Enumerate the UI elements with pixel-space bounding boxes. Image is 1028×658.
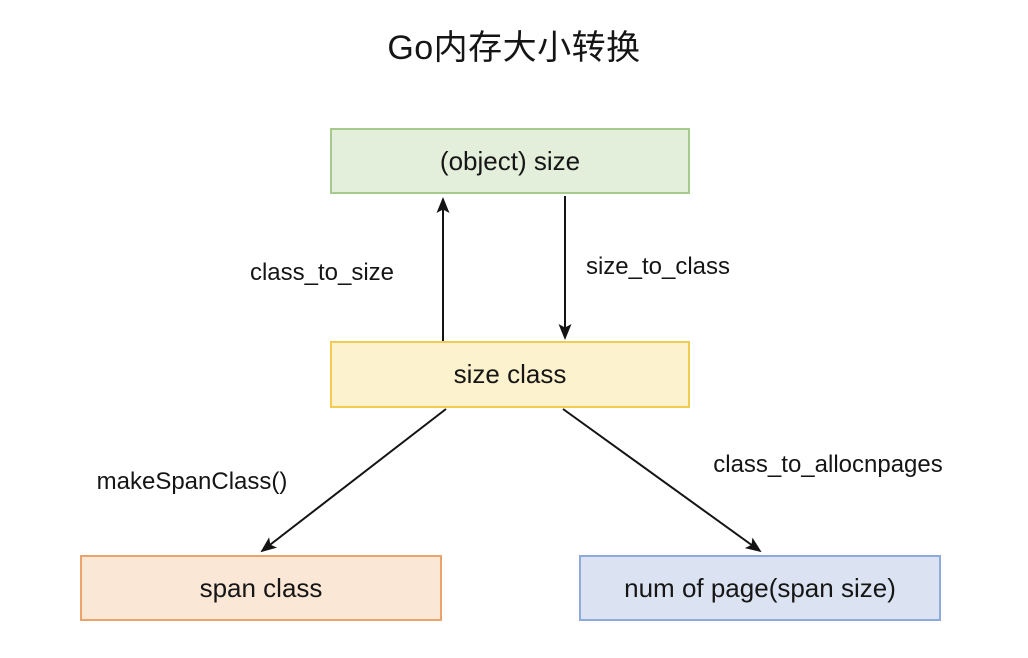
node-size-class: size class [330,341,690,408]
node-object-size-label: (object) size [439,145,581,176]
node-span-class-label: span class [199,572,323,603]
node-object-size: (object) size [330,128,690,194]
arrow-class-to-allocnpages [562,408,762,553]
arrow-make-span-class [260,408,447,553]
edge-label-size-to-class: size_to_class [585,253,731,280]
node-num-of-page: num of page(span size) [579,555,941,621]
edge-label-class-to-size: class_to_size [249,259,395,286]
edge-label-make-span-class: makeSpanClass() [96,468,288,495]
node-num-of-page-label: num of page(span size) [624,572,896,603]
node-size-class-label: size class [453,359,567,389]
edge-label-class-to-allocnpages: class_to_allocnpages [713,451,943,478]
node-span-class: span class [80,555,442,621]
diagram-title: Go内存大小转换 [387,29,641,67]
